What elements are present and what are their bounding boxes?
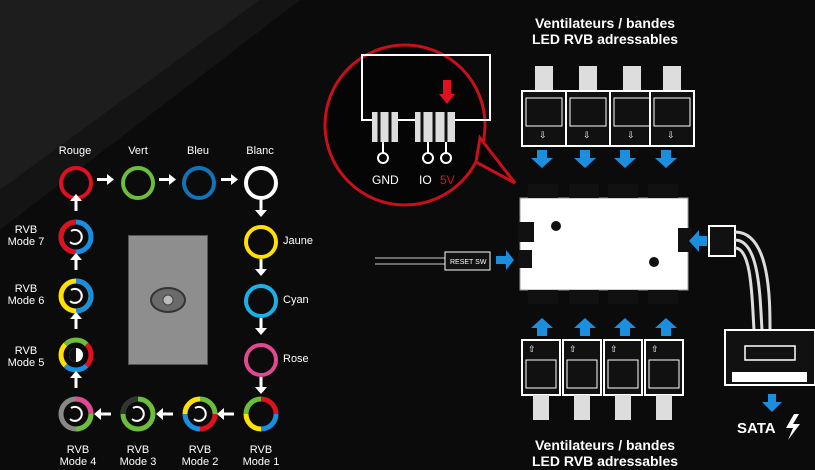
pin-gnd: GND — [372, 173, 399, 187]
pin-5v: 5V — [440, 173, 455, 187]
arrow-up-icon — [531, 318, 677, 336]
mode-ring-vert — [121, 166, 155, 200]
hub-board — [518, 184, 692, 304]
svg-text:⇩: ⇩ — [539, 130, 547, 140]
mode-label-blanc: Blanc — [246, 145, 274, 157]
remote-button-icon — [150, 287, 186, 313]
connector-zoom: GND IO 5V — [323, 43, 517, 207]
mode-label-bleu: Bleu — [186, 145, 210, 157]
arrow-down-icon — [531, 150, 677, 168]
ring-mode-2 — [185, 399, 215, 429]
mode-ring-cyan — [244, 284, 278, 318]
svg-text:⇩: ⇩ — [627, 130, 635, 140]
reset-label: RESET SW — [450, 259, 487, 266]
ring-mode-6 — [58, 278, 94, 314]
pin-io: IO — [419, 173, 432, 187]
mode-ring-rose — [244, 343, 278, 377]
mode-ring-blanc — [244, 166, 278, 200]
svg-text:⇧: ⇧ — [569, 344, 577, 354]
svg-text:⇩: ⇩ — [583, 130, 591, 140]
ring-mode-7 — [58, 219, 94, 255]
bottom-connectors: ⇧ ⇧ ⇧ ⇧ — [521, 339, 684, 420]
mode-label-jaune: Jaune — [283, 235, 313, 247]
svg-text:⇧: ⇧ — [651, 344, 659, 354]
mode-ring-jaune — [244, 225, 278, 259]
mode-label-rouge: Rouge — [58, 145, 92, 157]
remote-photo — [128, 235, 208, 365]
mode-label-cyan: Cyan — [283, 294, 309, 306]
svg-text:⇧: ⇧ — [528, 344, 536, 354]
ring-mode-4 — [58, 396, 94, 432]
cycle-arrows — [70, 174, 267, 420]
ring-mode-1 — [246, 399, 276, 429]
svg-text:⇧: ⇧ — [610, 344, 618, 354]
ring-mode-5 — [55, 334, 97, 376]
top-connectors: ⇩ ⇩ ⇩ ⇩ — [521, 66, 695, 147]
rgb-mode-rings — [0, 174, 320, 432]
lightning-icon — [786, 414, 800, 440]
sata-label: SATA — [737, 420, 776, 437]
ring-mode-3 — [120, 396, 156, 432]
mode-label-rose: Rose — [283, 353, 309, 365]
wiring-diagram: GND IO 5V ⇩ ⇩ ⇩ ⇩ — [323, 43, 815, 440]
sata-cable — [708, 225, 815, 386]
sata-arrow-down-icon — [762, 394, 782, 412]
arrow-left-icon — [689, 230, 707, 252]
mode-label-vert: Vert — [128, 145, 148, 157]
mode-ring-bleu — [182, 166, 216, 200]
reset-cable: RESET SW — [375, 250, 514, 271]
svg-text:⇩: ⇩ — [667, 130, 675, 140]
